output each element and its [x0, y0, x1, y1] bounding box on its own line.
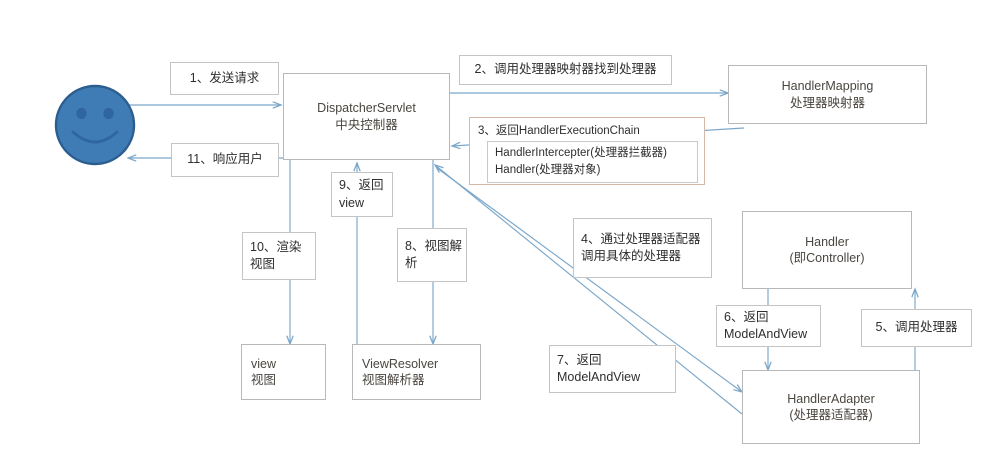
label-step-9-line1: 9、返回 [339, 178, 384, 192]
label-step-9: 9、返回 view [331, 172, 393, 217]
handler-intercepter-text: HandlerIntercepter(处理器拦截器) [495, 147, 667, 159]
node-handler-adapter[interactable]: HandlerAdapter (处理器适配器) [742, 370, 920, 444]
label-step-1-text: 1、发送请求 [189, 70, 260, 85]
label-step-7: 7、返回 ModelAndView [549, 345, 676, 393]
node-handler-mapping[interactable]: HandlerMapping 处理器映射器 [728, 65, 927, 124]
label-step-5: 5、调用处理器 [861, 309, 972, 347]
user-smiley-icon [54, 84, 136, 166]
label-step-11-text: 11、响应用户 [187, 152, 263, 167]
dispatcher-servlet-cn: 中央控制器 [335, 117, 398, 132]
label-step-4-line2: 调用具体的处理器 [581, 249, 682, 263]
handler-en: Handler [805, 234, 849, 249]
node-handler[interactable]: Handler (即Controller) [742, 211, 912, 289]
label-step-7-line1: 7、返回 [557, 352, 602, 367]
view-cn: 视图 [251, 373, 277, 387]
label-step-10-line1: 10、渲染 [250, 239, 302, 254]
label-step-4: 4、通过处理器适配器 调用具体的处理器 [573, 218, 712, 278]
handler-adapter-en: HandlerAdapter [787, 391, 875, 406]
view-resolver-cn: 视图解析器 [362, 373, 425, 387]
label-step-10-line2: 视图 [250, 257, 276, 271]
label-step-1: 1、发送请求 [170, 62, 279, 95]
node-view[interactable]: view 视图 [241, 344, 326, 400]
label-step-8-line2: 析 [405, 256, 418, 270]
label-step-7-line2: ModelAndView [557, 370, 641, 384]
label-step-8: 8、视图解 析 [397, 228, 467, 282]
label-step-10: 10、渲染 视图 [242, 232, 316, 280]
node-view-resolver[interactable]: ViewResolver 视图解析器 [352, 344, 481, 400]
label-step-2-text: 2、调用处理器映射器找到处理器 [474, 62, 657, 77]
dispatcher-servlet-en: DispatcherServlet [317, 101, 416, 115]
node-dispatcher-servlet[interactable]: DispatcherServlet 中央控制器 [283, 73, 450, 160]
handler-mapping-cn: 处理器映射器 [789, 95, 865, 110]
handler-mapping-en: HandlerMapping [781, 79, 874, 93]
label-step-8-line1: 8、视图解 [405, 238, 462, 253]
label-step-4-line1: 4、通过处理器适配器 [581, 231, 701, 246]
label-step-6-line2: ModelAndView [724, 327, 808, 341]
handler-execution-chain-detail: HandlerIntercepter(处理器拦截器) Handler(处理器对象… [487, 141, 698, 184]
view-en: view [251, 356, 277, 371]
label-step-2: 2、调用处理器映射器找到处理器 [459, 55, 672, 85]
label-step-6: 6、返回 ModelAndView [716, 305, 821, 347]
label-step-3: 3、返回HandlerExecutionChain HandlerInterce… [469, 117, 705, 185]
handler-adapter-cn: (处理器适配器) [789, 408, 873, 422]
label-step-5-text: 5、调用处理器 [875, 320, 958, 335]
label-step-3-title: 3、返回HandlerExecutionChain [478, 125, 640, 137]
handler-cn: (即Controller) [789, 251, 865, 265]
view-resolver-en: ViewResolver [362, 356, 439, 371]
label-step-11: 11、响应用户 [171, 143, 279, 177]
label-step-6-line1: 6、返回 [724, 309, 769, 324]
label-step-9-line2: view [339, 195, 365, 210]
handler-object-text: Handler(处理器对象) [495, 163, 601, 176]
